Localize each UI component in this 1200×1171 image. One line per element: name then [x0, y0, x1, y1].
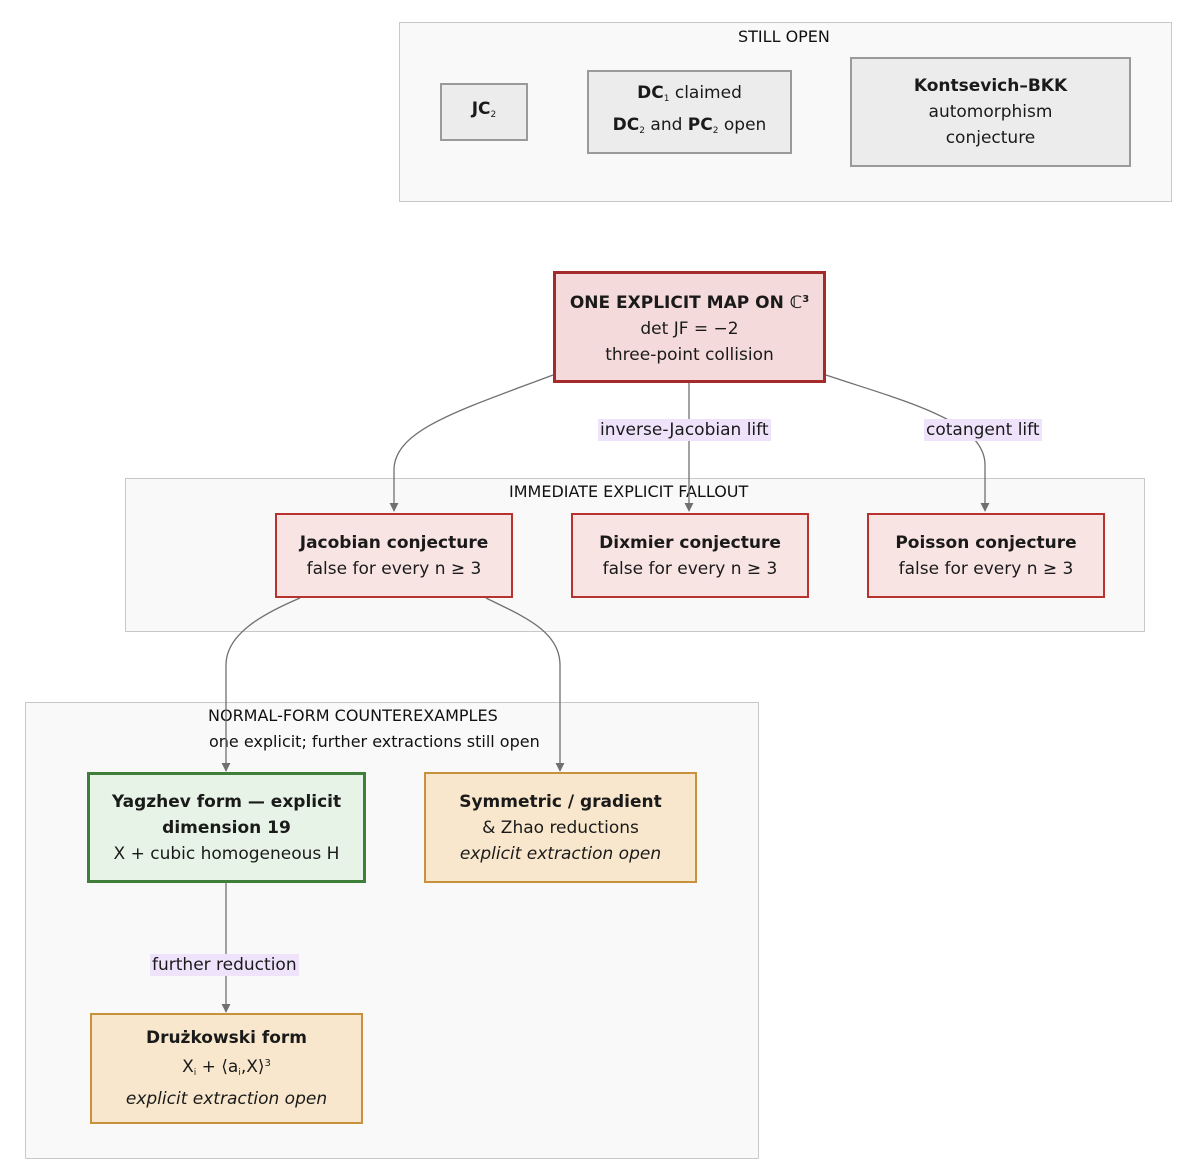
poisson-title: Poisson conjecture — [895, 532, 1077, 553]
druzkowski-title: Drużkowski form — [145, 1028, 308, 1048]
symmetric-line1: Symmetric / gradient — [459, 791, 662, 812]
druzkowski-note: explicit extraction open — [125, 1089, 328, 1109]
symmetric-line3: explicit extraction open — [459, 843, 662, 864]
edge-jacobian-to-yagzhev — [221, 597, 301, 772]
map-collision: three-point collision — [605, 344, 774, 365]
kontsevich-line2: automorphism — [928, 102, 1053, 122]
jc2-name: JC — [471, 99, 491, 119]
jacobian-title: Jacobian conjecture — [299, 532, 489, 553]
cluster-title-still-open: STILL OPEN — [738, 27, 830, 46]
yagzhev-line2: dimension 19 — [162, 817, 291, 838]
kontsevich-line1: Kontsevich–BKK — [913, 76, 1068, 96]
poisson-text: false for every n ≥ 3 — [898, 558, 1074, 579]
node-poisson-conjecture: Poisson conjecture false for every n ≥ 3 — [867, 513, 1105, 598]
node-jacobian-conjecture: Jacobian conjecture false for every n ≥ … — [275, 513, 513, 598]
edge-label-inverse-jacobian-lift: inverse-Jacobian lift — [598, 419, 771, 441]
node-kontsevich-bkk: Kontsevich–BKK automorphism conjecture — [850, 57, 1131, 167]
node-druzkowski-form: Drużkowski form Xi + ⟨ai,X⟩3 explicit ex… — [90, 1013, 363, 1124]
node-jc2: JC2 — [440, 83, 528, 141]
kontsevich-line3: conjecture — [945, 128, 1036, 148]
cluster-title-normal-form: NORMAL-FORM COUNTEREXAMPLES — [208, 706, 498, 725]
node-yagzhev-form: Yagzhev form — explicit dimension 19 X +… — [87, 772, 366, 883]
edge-map-to-jacobian — [389, 374, 554, 512]
dc1-line1: DC1 claimed — [637, 83, 742, 104]
druzkowski-formula: Xi + ⟨ai,X⟩3 — [182, 1057, 271, 1078]
jacobian-text: false for every n ≥ 3 — [306, 558, 482, 579]
symmetric-line2: & Zhao reductions — [482, 817, 639, 838]
edge-map-to-poisson — [825, 374, 990, 512]
node-dc-claimed: DC1 claimed DC2 and PC2 open — [587, 70, 792, 154]
jc2-sub: 2 — [490, 110, 497, 120]
yagzhev-line1: Yagzhev form — explicit — [111, 791, 342, 812]
dc1-line2: DC2 and PC2 open — [612, 115, 767, 136]
node-symmetric-gradient: Symmetric / gradient & Zhao reductions e… — [424, 772, 697, 883]
dixmier-text: false for every n ≥ 3 — [602, 558, 778, 579]
map-title: ONE EXPLICIT MAP ON ℂ3 — [569, 292, 810, 313]
edge-jacobian-to-symmetric — [485, 597, 565, 772]
dixmier-title: Dixmier conjecture — [599, 532, 781, 553]
node-explicit-map: ONE EXPLICIT MAP ON ℂ3 det JF = −2 three… — [553, 271, 826, 383]
cluster-subtitle-normal-form: one explicit; further extractions still … — [209, 732, 540, 751]
map-det: det JF = −2 — [640, 318, 739, 339]
node-dixmier-conjecture: Dixmier conjecture false for every n ≥ 3 — [571, 513, 809, 598]
edge-label-cotangent-lift: cotangent lift — [924, 419, 1042, 441]
edge-label-further-reduction: further reduction — [150, 954, 299, 976]
yagzhev-line3: X + cubic homogeneous H — [113, 843, 340, 864]
